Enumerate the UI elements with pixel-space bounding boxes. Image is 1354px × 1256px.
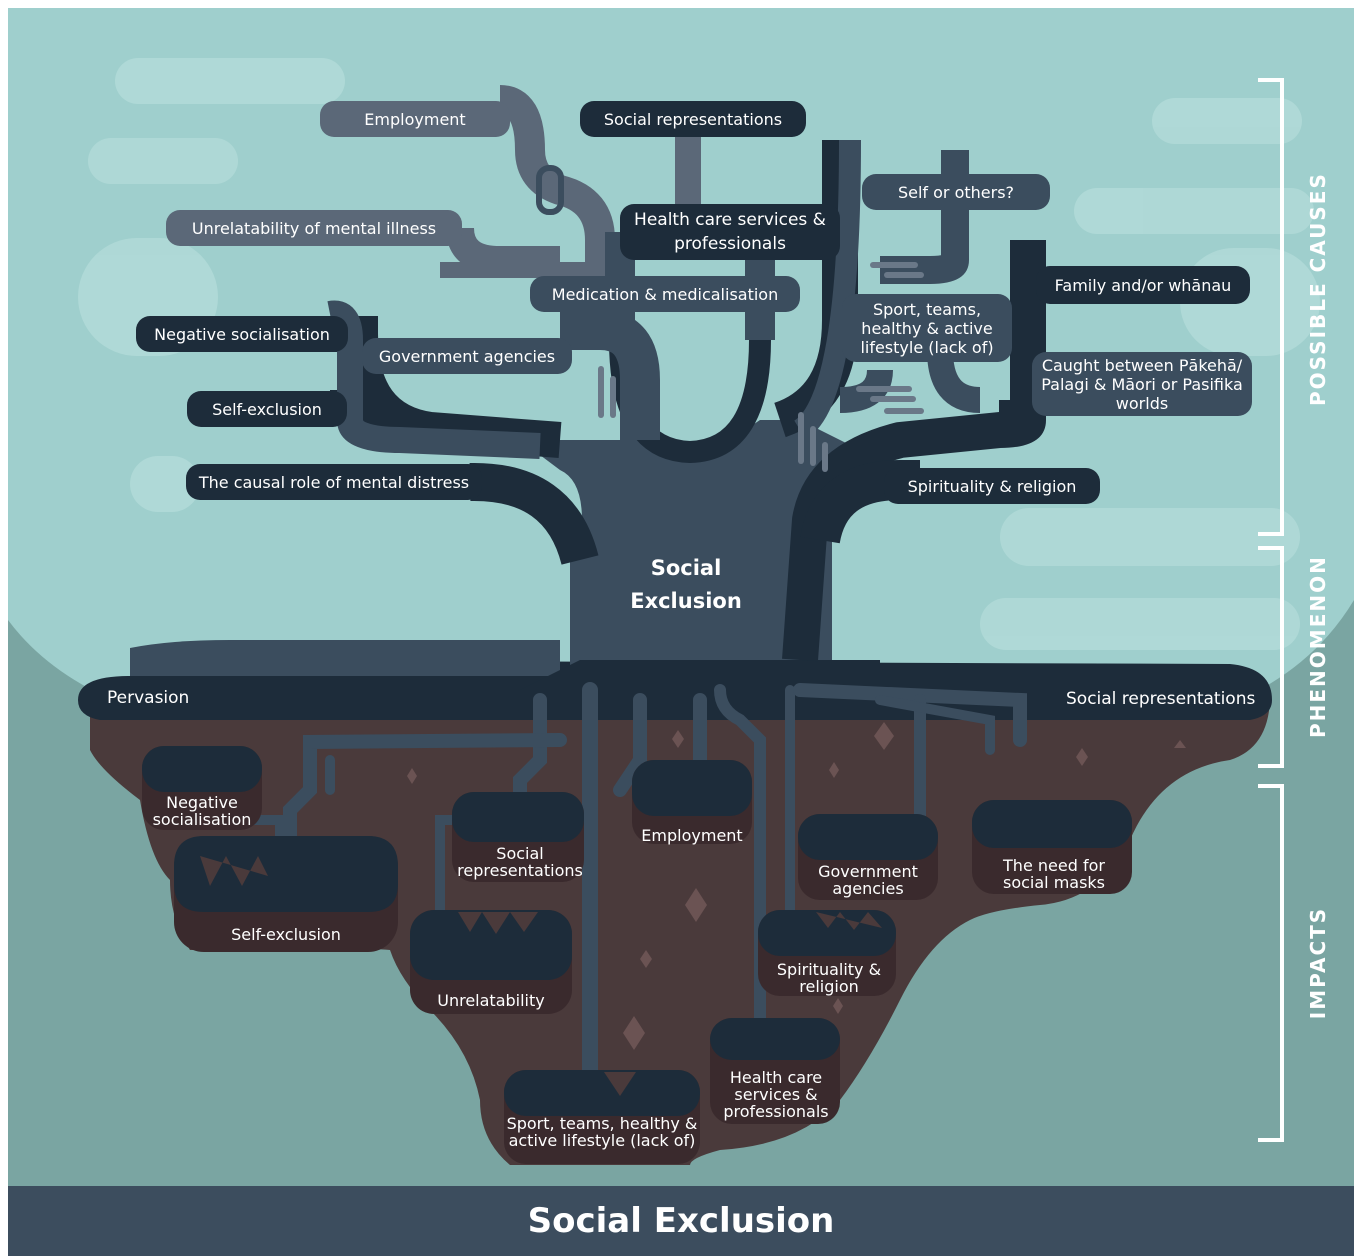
cause-caught-between-worlds: Caught between Pākehā/ Palagi & Māori or…	[1032, 352, 1252, 416]
impact-self-exclusion: Self-exclusion	[231, 925, 341, 944]
impact-social-masks: The need for social masks	[1002, 856, 1106, 892]
section-brackets	[1258, 78, 1284, 1142]
impact-health-care: Health care services & professionals	[723, 1068, 829, 1121]
footer-title: Social Exclusion	[527, 1201, 835, 1241]
cause-spirituality-religion: Spirituality & religion	[884, 468, 1100, 504]
footer-bar: Social Exclusion	[8, 1186, 1354, 1256]
cause-social-representations: Social representations	[580, 101, 806, 137]
cause-medication: Medication & medicalisation	[530, 276, 800, 312]
section-possible-causes: POSSIBLE CAUSES	[1306, 172, 1330, 406]
center-label: Social Exclusion	[586, 552, 786, 618]
impact-unrelatability: Unrelatability	[437, 991, 545, 1010]
cause-employment: Employment	[320, 101, 510, 137]
cause-mental-distress: The causal role of mental distress	[186, 464, 482, 500]
impact-government-agencies: Government agencies	[818, 862, 918, 898]
impact-employment: Employment	[641, 826, 743, 845]
soil-decorations	[407, 722, 1186, 1050]
root-pods	[142, 746, 1132, 1164]
impact-social-representations: Social representations	[457, 844, 583, 880]
branch-decorations	[598, 262, 924, 472]
cause-negative-socialisation: Negative socialisation	[136, 316, 348, 352]
cause-unrelatability: Unrelatability of mental illness	[166, 210, 462, 246]
cause-self-exclusion: Self-exclusion	[187, 391, 347, 427]
section-impacts: IMPACTS	[1306, 906, 1330, 1020]
phenomenon-pervasion: Pervasion	[107, 688, 190, 708]
cause-government-agencies: Government agencies	[362, 338, 572, 374]
center-label-line-2: Exclusion	[630, 589, 742, 613]
impact-sport-teams: Sport, teams, healthy & active lifestyle…	[506, 1114, 698, 1150]
cause-sport-teams: Sport, teams, healthy & active lifestyle…	[842, 294, 1012, 362]
impact-spirituality-religion: Spirituality & religion	[776, 960, 882, 996]
cause-family-whanau: Family and/or whānau	[1036, 266, 1250, 304]
cause-health-care: Health care services & professionals	[620, 204, 840, 260]
center-label-line-1: Social	[650, 556, 722, 580]
phenomenon-social-representations: Social representations	[1066, 689, 1256, 709]
section-phenomenon: PHENOMENON	[1306, 555, 1330, 738]
impact-negative-socialisation: Negative socialisation	[152, 793, 252, 829]
cause-self-or-others: Self or others?	[862, 174, 1050, 210]
